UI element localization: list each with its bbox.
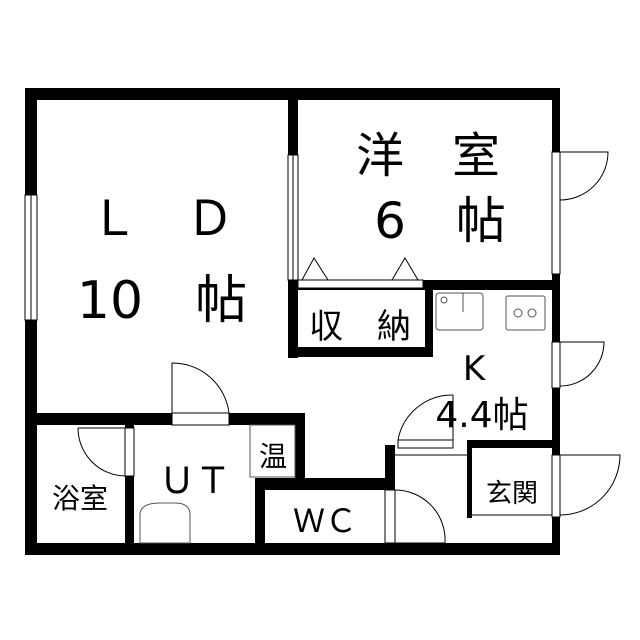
door-swings [77,151,621,544]
washbasin-icon [139,502,191,544]
kitchen-size: 4.4帖 [435,395,528,436]
western-size: 6 帖 [374,192,506,250]
fixtures [139,292,546,544]
sink-icon [435,292,484,331]
ld-size: 10 帖 [77,271,247,331]
water-heater-label: 温 [259,440,287,473]
openings [24,151,561,544]
bathroom-label: 浴室 [52,482,108,515]
western-label: 洋 室 [356,128,500,184]
ld-label: Ｌ Ｄ [90,191,234,247]
storage-label: 収 納 [309,307,411,347]
water-heater-box [249,424,296,478]
toilet-label: ＷＣ [293,502,357,540]
kitchen-label: K [463,349,487,389]
entrance-label: 玄関 [486,479,538,509]
stove-icon [505,295,546,331]
utility-label: ＵＴ [159,461,231,502]
